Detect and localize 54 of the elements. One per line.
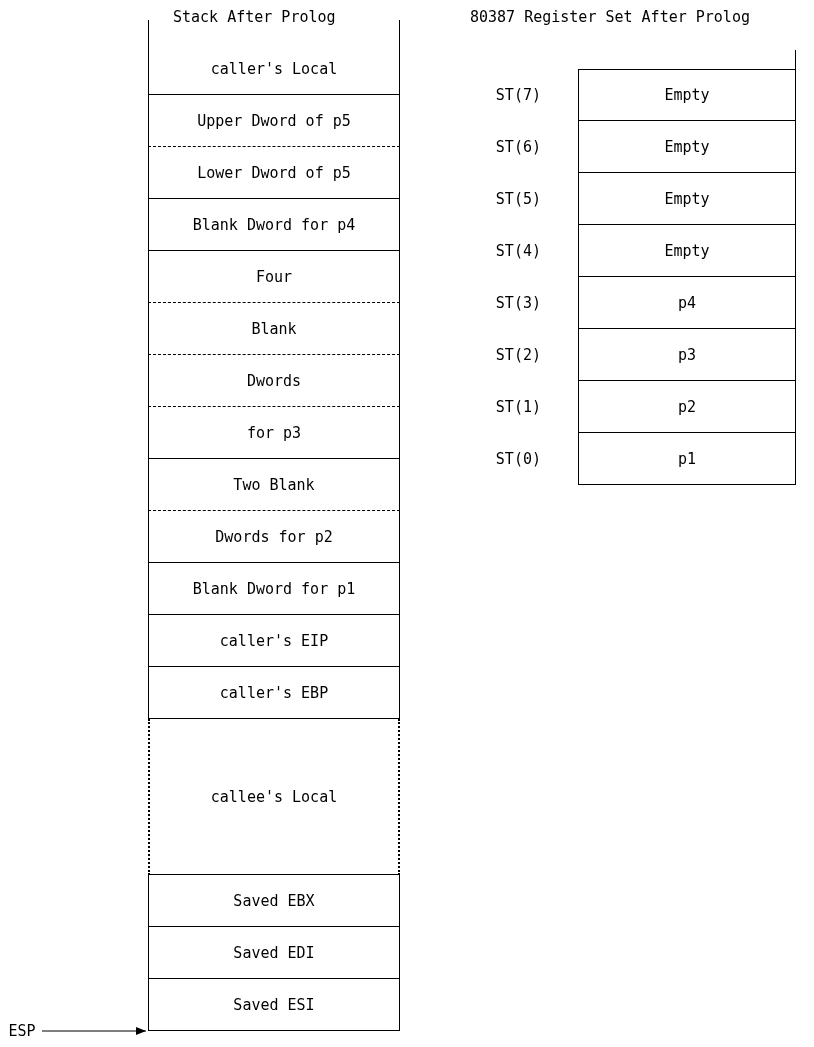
cell-label: caller's EBP xyxy=(219,683,329,702)
cell-label: Empty xyxy=(664,189,710,208)
register-name: ST(3) xyxy=(495,293,541,312)
stack-cell xyxy=(148,563,400,615)
stack-cell xyxy=(148,303,400,355)
cell-label: Dwords for p2 xyxy=(215,527,333,546)
cell-label: Two Blank xyxy=(233,475,315,494)
cell-label: p1 xyxy=(677,449,697,468)
register-name: ST(7) xyxy=(495,86,541,104)
stack-cell xyxy=(148,95,400,147)
column-heading: 80387 Register Set After Prolog xyxy=(470,8,750,26)
stack-cell xyxy=(148,355,400,407)
cell-label: for p3 xyxy=(246,423,302,442)
stack-cell xyxy=(148,667,400,719)
stack-cell xyxy=(148,615,400,667)
cell-label: Lower Dword of p5 xyxy=(197,163,351,182)
stack-cell xyxy=(148,407,400,459)
cell-label: Saved EDI xyxy=(233,943,315,962)
register-name: ST(6) xyxy=(495,137,541,156)
cell-label: Empty xyxy=(664,137,710,156)
register-name: ST(5) xyxy=(495,189,541,208)
cell-label: Blank Dword for p4 xyxy=(192,215,356,234)
cell-label: Empty xyxy=(664,86,710,104)
cell-label: Empty xyxy=(664,241,710,260)
register-name: ST(2) xyxy=(495,345,541,364)
stack-cell xyxy=(148,459,400,511)
cell-label: caller's Local xyxy=(210,59,338,78)
stack-cell xyxy=(148,251,400,303)
stack-cell xyxy=(148,875,400,927)
cell-label: p3 xyxy=(677,345,697,364)
cell-label: callee's Local xyxy=(210,787,338,806)
cell-label: p2 xyxy=(677,397,697,416)
stack-cell xyxy=(148,199,400,251)
stack-cell xyxy=(148,147,400,199)
cell-label: Dwords xyxy=(246,371,302,390)
cell-label: Upper Dword of p5 xyxy=(197,111,351,130)
column-heading: Stack After Prolog xyxy=(173,8,336,26)
register-name: ST(1) xyxy=(495,397,541,416)
stack-cell xyxy=(148,511,400,563)
cell-label: Blank xyxy=(251,319,297,338)
register-name: ST(0) xyxy=(495,449,541,468)
stack-cell xyxy=(148,43,400,95)
arrow xyxy=(41,1027,147,1035)
cell-label: Saved ESI xyxy=(233,995,315,1014)
cell-label: Four xyxy=(255,267,293,286)
stack-cell xyxy=(148,979,400,1031)
stack-cell xyxy=(148,719,400,875)
cell-label: p4 xyxy=(677,293,697,312)
cell-label: caller's EIP xyxy=(219,631,329,650)
cell-label: Saved EBX xyxy=(233,891,315,910)
pointer-label: ESP xyxy=(2,1020,42,1042)
register-name: ST(4) xyxy=(495,241,541,260)
cell-label: Blank Dword for p1 xyxy=(192,579,356,598)
stack-cell xyxy=(148,927,400,979)
